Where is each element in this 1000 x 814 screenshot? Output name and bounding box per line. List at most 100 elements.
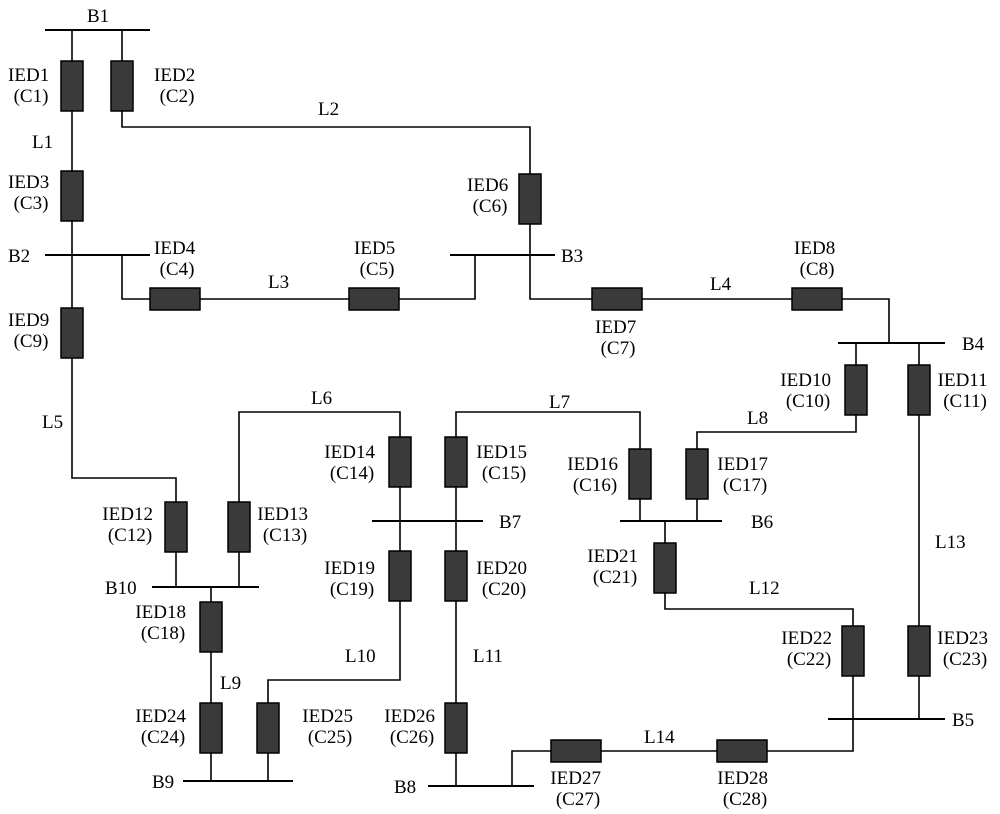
line-label-l3: L3 bbox=[268, 272, 289, 293]
ied-block-13 bbox=[227, 501, 251, 553]
wire-l2 bbox=[121, 30, 531, 255]
ied-name: IED17 bbox=[717, 454, 768, 475]
ied-label-4: IED4 (C4) bbox=[154, 238, 200, 280]
ied-label-18: IED18 (C18) bbox=[135, 602, 190, 644]
ied-label-16: IED16 (C16) bbox=[567, 454, 622, 496]
ied-channel: (C25) bbox=[308, 727, 352, 748]
ied-name: IED3 bbox=[8, 172, 49, 193]
ied-channel: (C27) bbox=[556, 789, 600, 810]
ied-block-19 bbox=[388, 550, 412, 602]
ied-channel: (C1) bbox=[14, 86, 49, 107]
ied-label-7: IED7 (C7) bbox=[595, 317, 641, 359]
ied-name: IED8 bbox=[794, 238, 835, 259]
line-label-l9: L9 bbox=[220, 673, 241, 694]
ied-channel: (C26) bbox=[390, 727, 434, 748]
ied-name: IED13 bbox=[257, 504, 308, 525]
ied-name: IED11 bbox=[938, 370, 988, 391]
ied-label-26: IED26 (C26) bbox=[384, 706, 439, 748]
ied-channel: (C8) bbox=[800, 259, 835, 280]
ied-channel: (C11) bbox=[943, 391, 987, 412]
bus-label-b1: B1 bbox=[87, 6, 109, 27]
ied-name: IED28 bbox=[717, 768, 768, 789]
ied-block-6 bbox=[518, 173, 542, 225]
line-label-l13: L13 bbox=[935, 532, 966, 553]
ied-name: IED2 bbox=[154, 65, 195, 86]
ied-block-21 bbox=[653, 542, 677, 594]
ied-block-7 bbox=[591, 287, 643, 311]
ied-label-19: IED19 (C19) bbox=[324, 558, 379, 600]
ied-channel: (C3) bbox=[14, 193, 49, 214]
ied-label-10: IED10 (C10) bbox=[780, 370, 835, 412]
bus-labels: B1 B2 B3 B4 B5 B6 B7 B8 B9 B10 bbox=[8, 6, 985, 798]
ied-label-13: IED13 (C13) bbox=[257, 504, 312, 546]
ied-block-24 bbox=[199, 702, 223, 754]
ied-name: IED4 bbox=[154, 238, 196, 259]
line-label-l12: L12 bbox=[749, 578, 780, 599]
ied-channel: (C2) bbox=[160, 86, 195, 107]
ied-channel: (C13) bbox=[263, 525, 307, 546]
line-label-l11: L11 bbox=[473, 646, 503, 667]
ied-name: IED7 bbox=[595, 317, 636, 338]
ied-channel: (C18) bbox=[141, 623, 185, 644]
ied-name: IED27 bbox=[550, 768, 601, 789]
ied-label-23: IED23 (C23) bbox=[937, 628, 992, 670]
wire-l4 bbox=[529, 255, 890, 343]
ied-name: IED23 bbox=[937, 628, 988, 649]
ied-label-6: IED6 (C6) bbox=[467, 175, 513, 217]
ied-blocks bbox=[60, 60, 931, 763]
ied-name: IED16 bbox=[567, 454, 618, 475]
buses bbox=[45, 29, 945, 787]
ied-name: IED1 bbox=[8, 65, 49, 86]
ied-label-25: IED25 (C25) bbox=[302, 706, 357, 748]
ied-block-22 bbox=[841, 625, 865, 677]
ied-name: IED9 bbox=[8, 310, 49, 331]
ied-channel: (C7) bbox=[601, 338, 636, 359]
ied-channel: (C6) bbox=[473, 196, 508, 217]
ied-block-12 bbox=[164, 501, 188, 553]
ied-block-5 bbox=[348, 287, 400, 311]
ied-label-12: IED12 (C12) bbox=[102, 504, 157, 546]
bus-label-b4: B4 bbox=[962, 334, 985, 355]
bus-label-b5: B5 bbox=[952, 710, 974, 731]
ied-block-3 bbox=[60, 170, 84, 222]
bus-label-b10: B10 bbox=[105, 578, 137, 599]
wire-l14 bbox=[511, 719, 854, 786]
ied-block-18 bbox=[199, 601, 223, 653]
ied-name: IED22 bbox=[781, 628, 832, 649]
ied-channel: (C22) bbox=[787, 649, 831, 670]
ied-name: IED5 bbox=[354, 238, 395, 259]
ied-name: IED14 bbox=[324, 442, 375, 463]
ied-block-16 bbox=[628, 448, 652, 500]
ied-block-14 bbox=[388, 436, 412, 488]
ied-label-28: IED28 (C28) bbox=[717, 768, 772, 810]
ied-channel: (C19) bbox=[330, 579, 374, 600]
bus-label-b8: B8 bbox=[394, 777, 416, 798]
ied-block-9 bbox=[60, 307, 84, 359]
ied-block-28 bbox=[716, 739, 768, 763]
bus-label-b9: B9 bbox=[152, 772, 174, 793]
ied-name: IED19 bbox=[324, 558, 375, 579]
bus-label-b7: B7 bbox=[499, 512, 521, 533]
line-label-l2: L2 bbox=[318, 99, 339, 120]
line-label-l14: L14 bbox=[644, 727, 675, 748]
ied-label-21: IED21 (C21) bbox=[587, 546, 642, 588]
ied-label-2: IED2 (C2) bbox=[154, 65, 200, 107]
ied-channel: (C14) bbox=[330, 463, 374, 484]
ied-block-26 bbox=[444, 702, 468, 754]
ied-channel: (C15) bbox=[482, 463, 526, 484]
ied-channel: (C12) bbox=[108, 525, 152, 546]
ied-channel: (C28) bbox=[723, 789, 767, 810]
ied-block-1 bbox=[60, 60, 84, 112]
line-label-l1: L1 bbox=[32, 132, 53, 153]
ied-label-8: IED8 (C8) bbox=[794, 238, 840, 280]
ied-label-14: IED14 (C14) bbox=[324, 442, 379, 484]
ied-label-1: IED1 (C1) bbox=[8, 65, 54, 107]
line-label-l5: L5 bbox=[42, 412, 63, 433]
ied-label-24: IED24 (C24) bbox=[135, 706, 190, 748]
ied-block-20 bbox=[444, 550, 468, 602]
ied-block-4 bbox=[149, 287, 201, 311]
ied-labels: IED1 (C1) IED2 (C2) IED3 (C3) IED4 (C4) … bbox=[8, 65, 992, 810]
ied-name: IED18 bbox=[135, 602, 186, 623]
line-label-l7: L7 bbox=[549, 392, 570, 413]
